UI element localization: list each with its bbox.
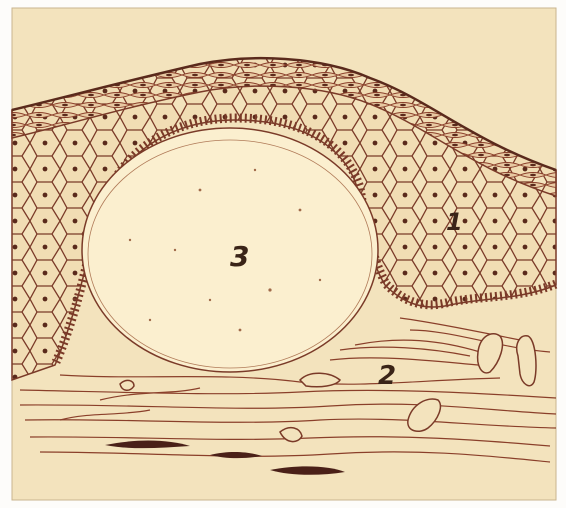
label-epidermis: 1 (446, 208, 463, 236)
label-dermis: 2 (378, 361, 396, 391)
label-cyst: 3 (230, 240, 249, 273)
